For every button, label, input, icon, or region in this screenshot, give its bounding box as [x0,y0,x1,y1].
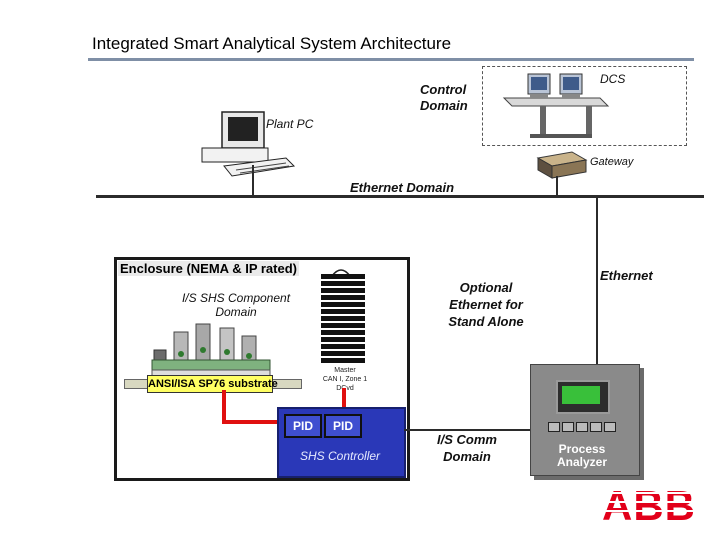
is-comm-label-1: I/S Comm [437,432,497,447]
dcs-label: DCS [600,72,626,86]
analyzer-key [604,422,616,432]
shs-controller-label: SHS Controller [300,449,381,463]
gateway-icon [536,151,588,179]
ethernet-vertical-line [596,198,598,364]
abb-logo: ABB [602,484,696,526]
stack-layer [321,288,365,293]
optional-label-2: Ethernet for [449,297,523,312]
title-underline [88,58,694,61]
ethernet-label: Ethernet [600,268,653,283]
stack-layer [321,323,365,328]
optional-label-1: Optional [459,280,513,295]
is-shs-label-1: I/S SHS Component [181,291,291,305]
stack-layer [321,274,365,279]
stack-layer [321,358,365,363]
analyzer-label-1: Process [558,442,606,456]
pid-box-1: PID [284,414,322,438]
analyzer-key [590,422,602,432]
is-comm-label-2: Domain [443,449,491,464]
optional-label-3: Stand Alone [448,314,524,329]
plant-pc-label: Plant PC [266,117,314,131]
stack-layer [321,281,365,286]
pid-box-2: PID [324,414,362,438]
ethernet-bus-line [96,195,704,198]
shs-components-icon [151,323,271,379]
plant-pc-drop-line [252,165,254,195]
stack-layer [321,316,365,321]
analyzer-label: Process Analyzer [548,443,616,469]
substrate-label: ANSI/ISA SP76 substrate [147,375,278,393]
analyzer-key [576,422,588,432]
control-domain-label-2: Domain [420,98,468,113]
dcs-workstation-icon [502,73,610,138]
is-comm-line [404,429,530,431]
stack-layer [321,309,365,314]
stack-layer [321,295,365,300]
stack-layer [321,351,365,356]
control-domain-label-1: Control [420,82,467,97]
master-line-2: CAN I, Zone 1 [322,376,368,383]
stack-layer [321,330,365,335]
analyzer-key [562,422,574,432]
master-line-1: Master [334,367,356,374]
is-shs-label-2: Domain [215,305,257,319]
analyzer-label-2: Analyzer [556,455,608,469]
enclosure-title: Enclosure (NEMA & IP rated) [118,261,299,276]
analyzer-keypad [548,422,618,432]
gateway-drop-line [556,176,558,195]
control-domain-boundary [482,66,687,146]
ethernet-domain-label: Ethernet Domain [350,180,455,195]
page-title: Integrated Smart Analytical System Archi… [92,34,452,53]
stack-layer [321,302,365,307]
plant-pc-icon [201,111,296,177]
stack-layer [321,344,365,349]
analyzer-key [548,422,560,432]
gateway-label: Gateway [590,156,634,168]
master-module-label: Master CAN I, Zone 1 DCvd [316,366,374,392]
stack-layer [321,337,365,342]
analyzer-display [562,386,600,404]
